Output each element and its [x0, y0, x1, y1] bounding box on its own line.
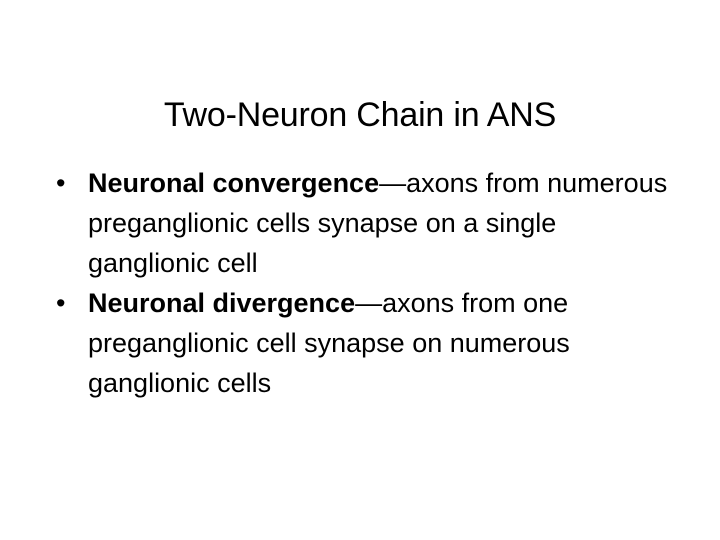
bullet-lead-term: Neuronal convergence	[88, 168, 380, 198]
bullet-separator: —	[379, 168, 407, 198]
bullet-point-icon: •	[56, 288, 66, 318]
bullet-body-text: axons from numerous preganglionic cells …	[88, 168, 668, 278]
list-item: • Neuronal convergence—axons from numerou…	[50, 163, 682, 283]
bullet-point-icon: •	[56, 168, 66, 198]
bullet-lead-term: Neuronal divergence	[88, 288, 356, 318]
list-item: • Neuronal divergence—axons from one preg…	[50, 283, 682, 403]
bullet-body-text: axons from one preganglionic cell synaps…	[88, 288, 570, 398]
bullet-separator: —	[355, 288, 383, 318]
bullet-list: •Neuronal convergence—axons from numerou…	[50, 163, 682, 403]
page-title: Two-Neuron Chain in ANS	[163, 95, 557, 134]
